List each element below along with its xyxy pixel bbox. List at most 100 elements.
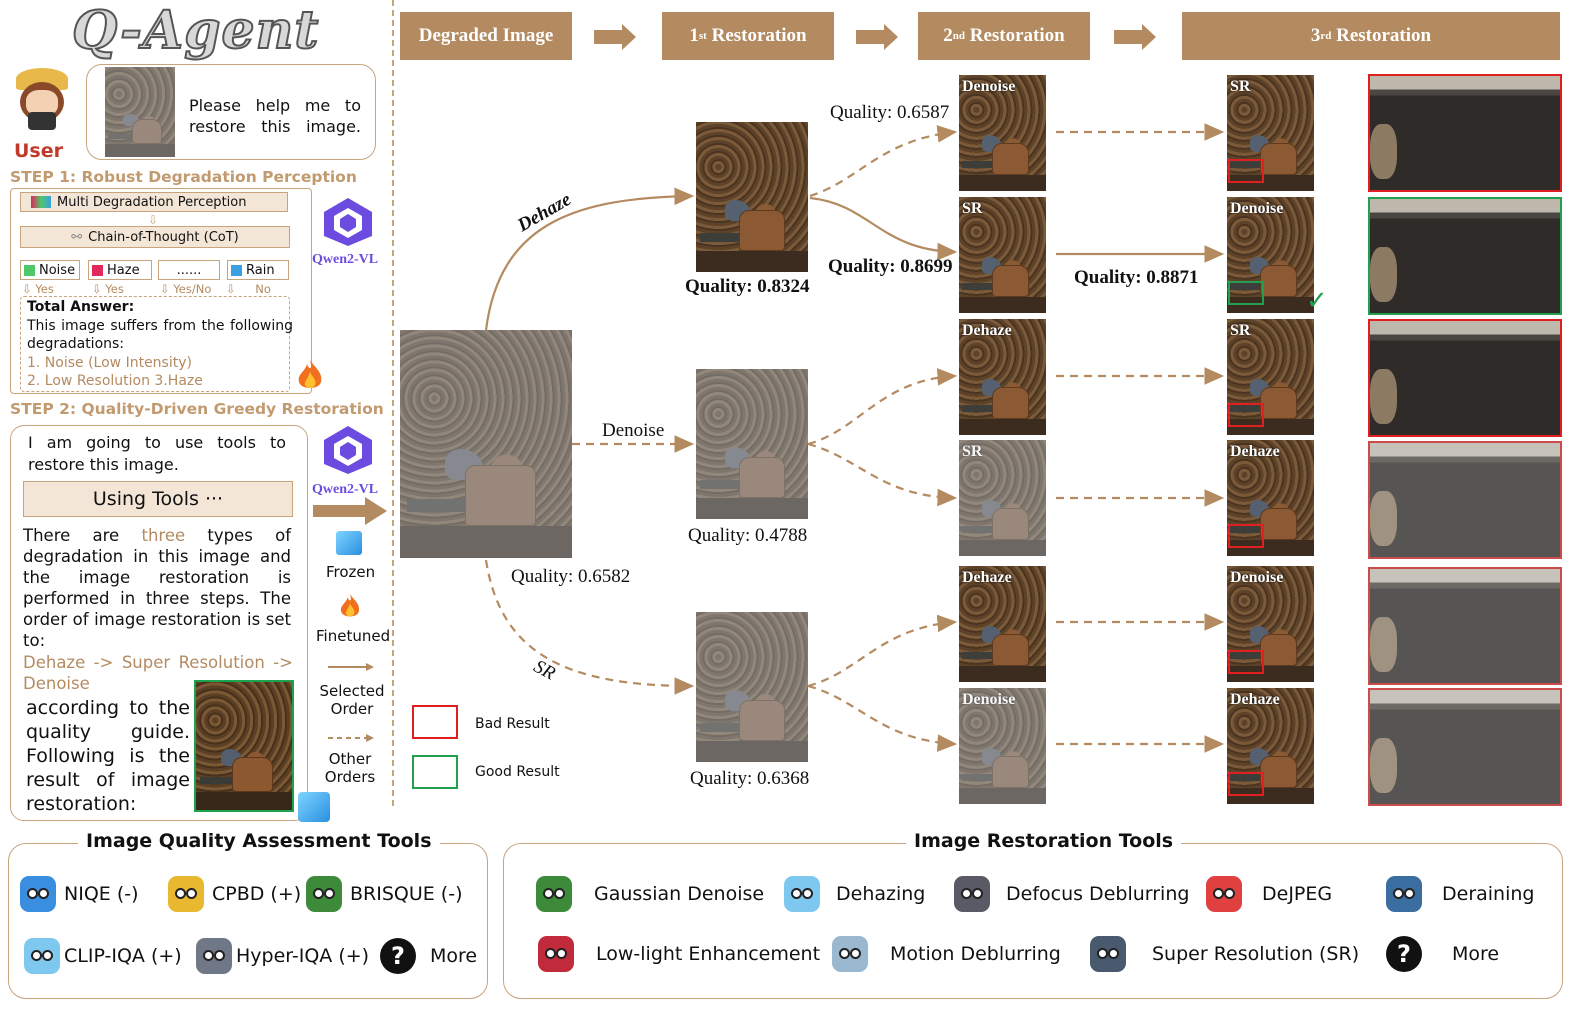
multi-degradation-label: Multi Degradation Perception — [57, 194, 247, 210]
user-input-thumbnail — [105, 67, 175, 157]
link-icon: ⚯ — [71, 229, 83, 245]
user-message-bubble: Please help me to restore this image. — [86, 64, 376, 160]
degradation-name: Haze — [107, 262, 140, 278]
irt-tool-low-light: Low-light Enhancement — [538, 936, 820, 972]
answer-more: ⇩ Yes/No — [160, 282, 212, 296]
robot-icon — [536, 876, 572, 912]
zoom-crop-f — [1368, 688, 1562, 806]
total-answer-item2: 2. Low Resolution 3.Haze — [27, 373, 203, 389]
legend-good-swatch — [412, 755, 458, 789]
total-answer-text: This image suffers from the following de… — [27, 318, 293, 352]
header-arrow-icon — [856, 24, 898, 50]
restored-2-b: SR — [959, 197, 1046, 313]
degraded-input-image — [400, 330, 572, 558]
iqa-tools-title: Image Quality Assessment Tools — [78, 830, 440, 852]
step1-panel — [10, 188, 312, 394]
robot-icon — [306, 876, 342, 912]
qwen-logo-icon — [320, 196, 376, 248]
qwen-model-label-2: Qwen2-VL — [312, 482, 379, 497]
restored-1-denoise — [696, 369, 808, 519]
robot-icon — [538, 936, 574, 972]
legend-selected-order: Selected Order — [319, 682, 385, 718]
total-answer-item1: 1. Noise (Low Intensity) — [27, 355, 192, 371]
degradation-name: Noise — [39, 262, 76, 278]
bad-result-box — [1228, 650, 1264, 674]
step2-conclusion: according to the quality guide. Followin… — [26, 697, 190, 815]
degradation-name: Rain — [246, 262, 275, 278]
robot-icon — [1386, 876, 1422, 912]
legend-other-orders: Other Orders — [324, 750, 376, 786]
robot-icon — [1090, 936, 1126, 972]
robot-icon — [168, 876, 204, 912]
restored-2-f: Denoise — [959, 688, 1046, 804]
legend-frozen: Frozen — [326, 563, 376, 581]
legend-bad-result: Bad Result — [475, 716, 550, 732]
quality-denoise: Quality: 0.4788 — [688, 525, 808, 546]
zoom-crop-e — [1368, 567, 1562, 685]
user-prompt: Please help me to restore this image. — [189, 96, 361, 136]
legend-finetuned: Finetuned — [316, 627, 391, 645]
restored-1-dehaze — [696, 122, 808, 272]
bad-result-box — [1228, 772, 1264, 796]
degradation-name: ...... — [176, 262, 202, 278]
total-answer-box — [20, 296, 290, 392]
step2-result-thumbnail — [194, 680, 294, 812]
frozen-cube-icon — [336, 531, 362, 555]
step2-intro: I am going to use tools to restore this … — [28, 433, 286, 474]
good-result-box — [1228, 281, 1264, 305]
quality-input: Quality: 0.6582 — [511, 566, 631, 587]
step2-title: STEP 2: Quality-Driven Greedy Restoratio… — [10, 400, 384, 418]
quality-dehaze: Quality: 0.8324 — [685, 276, 810, 297]
highlight-three: three — [141, 526, 186, 545]
zoom-crop-a — [1368, 74, 1562, 192]
answer-noise: ⇩ Yes — [22, 282, 54, 296]
other-order-line-icon — [328, 729, 374, 748]
fire-icon — [295, 358, 325, 399]
multi-degradation-box: Multi Degradation Perception — [20, 192, 288, 212]
haze-color-icon — [92, 264, 103, 276]
iqa-tool-hyper-iqa: Hyper-IQA (+) — [196, 938, 369, 974]
branch-label-denoise: Denoise — [602, 420, 665, 441]
degradation-haze: Haze — [88, 260, 152, 280]
qwen-model-label-1: Qwen2-VL — [312, 252, 379, 267]
step2-paragraph: There are three types of degradation in … — [23, 526, 292, 650]
output-arrow-icon — [313, 497, 387, 529]
degradation-more: ...... — [158, 260, 220, 280]
restored-2-a: Denoise — [959, 75, 1046, 191]
iqa-tool-niqe: NIQE (-) — [20, 876, 139, 912]
irt-tool-super-resolution: Super Resolution (SR) — [1090, 936, 1359, 972]
iqa-tool-more: ?More — [380, 938, 477, 974]
quality-dehaze-sr: Quality: 0.8699 — [828, 256, 953, 277]
robot-icon — [196, 938, 232, 974]
step2-panel — [10, 425, 308, 821]
restored-3-d: Dehaze — [1227, 440, 1314, 556]
quality-final: Quality: 0.8871 — [1074, 267, 1199, 288]
zoom-crop-c — [1368, 319, 1562, 437]
robot-icon — [832, 936, 868, 972]
restored-3-b: Denoise — [1227, 197, 1314, 313]
layers-icon — [31, 196, 51, 208]
cot-label: Chain-of-Thought (CoT) — [88, 229, 239, 245]
restored-1-sr — [696, 612, 808, 762]
using-tools-box: Using Tools ··· — [23, 481, 293, 517]
rain-color-icon — [231, 264, 242, 276]
restored-3-c: SR — [1227, 319, 1314, 435]
qwen-logo-icon — [320, 424, 376, 476]
legend-good-result: Good Result — [475, 764, 560, 780]
bad-result-box — [1228, 524, 1264, 548]
check-icon: ✓ — [1306, 286, 1328, 316]
using-tools-label: Using Tools ··· — [92, 488, 224, 510]
app-title: Q-Agent — [71, 0, 320, 62]
total-answer-title: Total Answer: — [27, 299, 135, 315]
robot-icon — [20, 876, 56, 912]
zoom-crop-b — [1368, 197, 1562, 315]
panel-divider — [392, 0, 394, 806]
frozen-cube-icon-small — [298, 792, 330, 822]
robot-icon — [784, 876, 820, 912]
iqa-tool-cpbd: CPBD (+) — [168, 876, 301, 912]
irt-tool-gaussian-denoise: Gaussian Denoise — [536, 876, 764, 912]
question-icon: ? — [1386, 936, 1422, 972]
header-arrow-icon — [594, 24, 636, 50]
restored-3-f: Dehaze — [1227, 688, 1314, 804]
